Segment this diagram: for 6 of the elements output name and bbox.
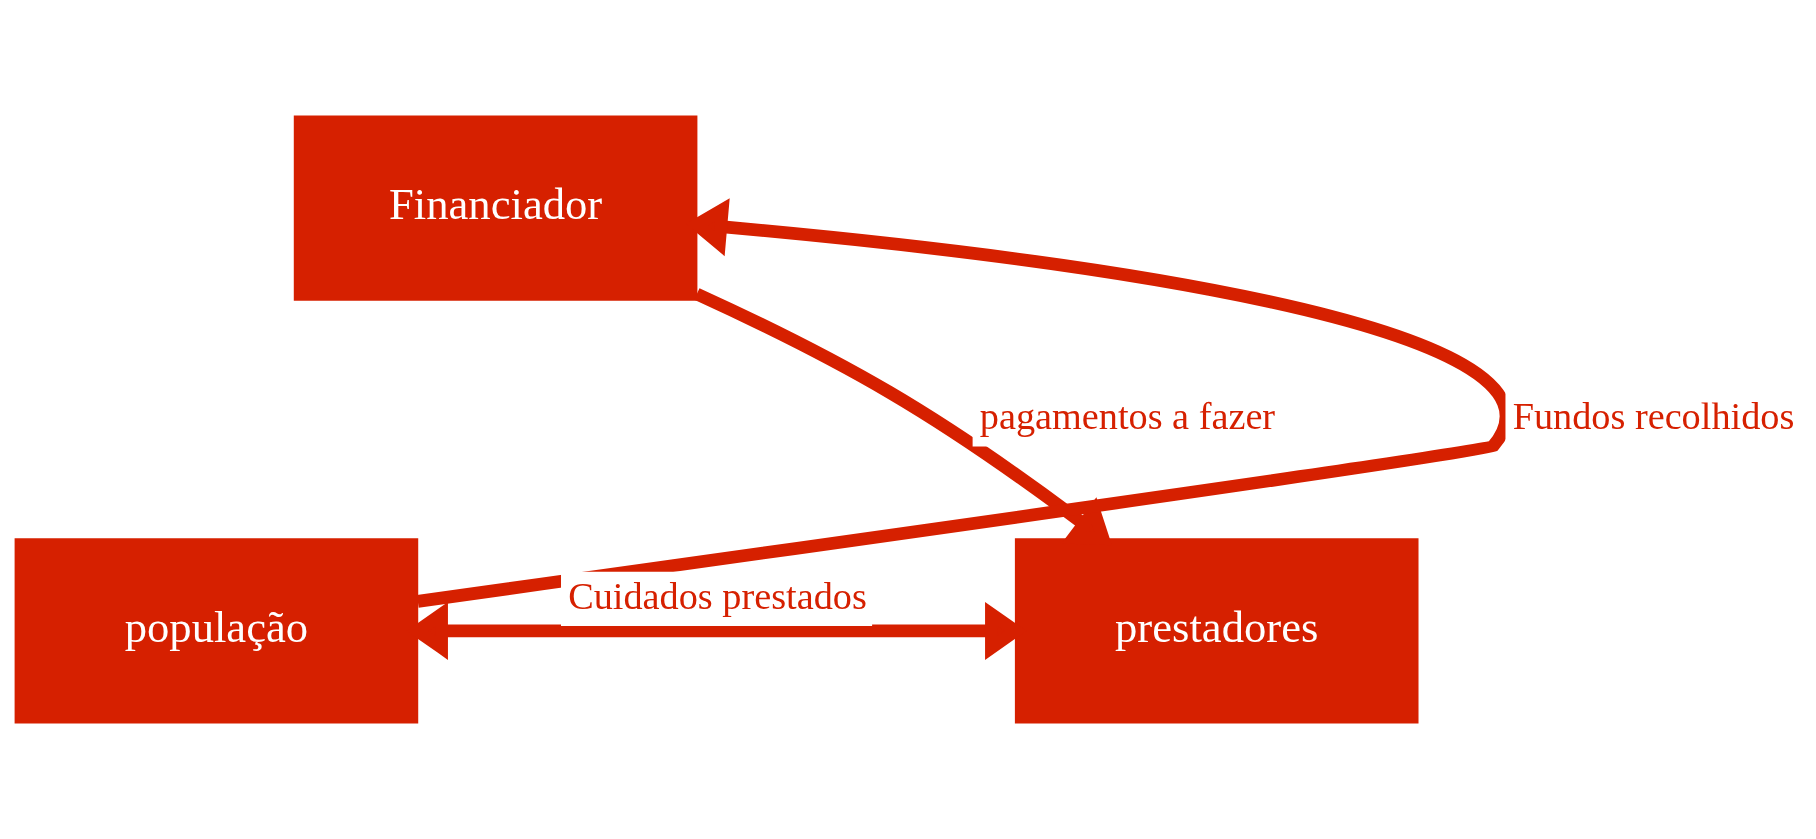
edge-label: Cuidados prestados <box>568 574 867 617</box>
node-box: Financiador <box>293 115 698 301</box>
node-box: prestadores <box>1014 538 1419 724</box>
edge-label: Fundos recolhidos <box>1512 395 1795 438</box>
edge-label: pagamentos a fazer <box>979 395 1276 438</box>
node-box: população <box>14 538 419 724</box>
